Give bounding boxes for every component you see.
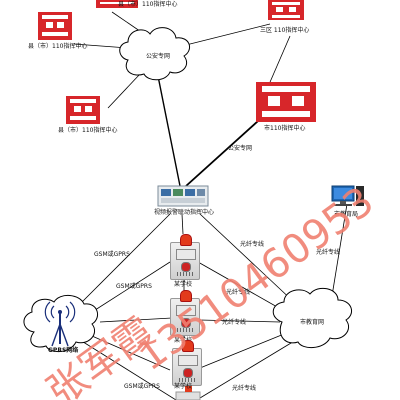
police-net-cloud: [119, 27, 191, 81]
city-unit-label: 市110指挥中心: [264, 125, 306, 132]
link-police-net-to-left-unit-1: [73, 43, 129, 49]
police-logo-top: [96, 0, 138, 8]
school-label-3: 某学校: [174, 383, 193, 390]
police-logo-district-mark: [272, 2, 300, 18]
district-unit-label: 三区 110指挥中心: [260, 27, 310, 34]
police-logo-top-mark: [100, 2, 134, 4]
school-label-1: 某学校: [174, 281, 193, 288]
link-gprs-to-school-2: [99, 317, 173, 323]
top-unit-label: 县（市）110指挥中心: [118, 1, 178, 8]
fiber-label-5: 光纤专线: [232, 385, 257, 392]
police-logo-district: [268, 0, 304, 20]
left-unit-2-label: 县（市）110指挥中心: [58, 127, 118, 134]
link-monitor-center-to-gprs: [69, 213, 171, 315]
device-screen: [176, 249, 196, 260]
alarm-button-icon: [183, 368, 193, 378]
monitor-center-icon: [157, 185, 209, 207]
gprs-label: GPRS网络: [48, 347, 79, 354]
speaker-grille: [179, 378, 195, 382]
gsm-label-1: GSM或GPRS: [94, 251, 130, 258]
police-logo-left-1: [38, 12, 72, 40]
fiber-label-4: 光纤专线: [222, 319, 247, 326]
link-city-unit-to-monitor-center: [185, 111, 269, 187]
monitor-center-label: 视频报警联动指挥中心: [153, 209, 215, 216]
link-police-net-to-left-unit-2: [107, 73, 141, 109]
gsm-label-3: GSM或GPRS: [124, 383, 160, 390]
link-police-net-to-district-unit: [173, 23, 271, 49]
edu-bureau-computer-icon: [331, 185, 364, 206]
edu-bureau-label: 市教育局: [334, 211, 359, 218]
fiber-label-1: 光纤专线: [240, 241, 265, 248]
alarm-light-icon: [180, 290, 192, 302]
school-alarm-device-2: [170, 290, 200, 336]
police-logo-city-mark: [262, 86, 310, 117]
school-alarm-device-3: [172, 340, 202, 386]
police-net-link-label: 公安专网: [228, 145, 253, 152]
speaker-grille: [177, 272, 193, 276]
link-bottom-to-edu-net: [199, 339, 297, 399]
speaker-grille: [177, 328, 193, 332]
police-logo-city: [256, 82, 316, 122]
link-monitor-center-to-school-1: [181, 213, 184, 235]
gsm-label-2: GSM或GPRS: [116, 283, 152, 290]
fiber-label-3: 光纤专线: [226, 289, 251, 296]
edu-net-label: 市教育网: [300, 319, 325, 326]
link-school-1-to-edu-net: [197, 261, 287, 313]
school-alarm-device-1: [170, 234, 200, 280]
link-gprs-to-school-1: [91, 261, 171, 313]
connection-lines: [69, 11, 348, 400]
device-screen: [176, 305, 196, 316]
link-edu-bureau-to-edu-net: [331, 203, 348, 297]
gprs-antenna-icon: [44, 301, 76, 347]
police-net-cloud-label: 公安专网: [146, 53, 171, 60]
alarm-button-icon: [181, 318, 191, 328]
link-monitor-center-to-edu-net: [199, 213, 297, 305]
alarm-button-icon: [181, 262, 191, 272]
police-logo-left-2-mark: [70, 99, 96, 120]
link-gprs-to-school-3: [91, 335, 171, 371]
bottom-device-fragment: [175, 386, 201, 400]
device-screen: [178, 355, 198, 366]
edu-net-cloud: [272, 287, 353, 348]
fiber-label-2: 光纤专线: [316, 249, 341, 256]
link-school-2-to-edu-net: [199, 319, 281, 323]
alarm-light-icon: [180, 234, 192, 246]
link-police-net-to-monitor-center: [157, 75, 181, 187]
police-logo-left-1-mark: [42, 15, 68, 36]
link-school-3-to-edu-net: [199, 333, 285, 369]
police-logo-left-2: [66, 96, 100, 124]
link-gprs-to-bottom: [79, 339, 177, 400]
alarm-light-icon: [182, 340, 194, 352]
left-unit-1-label: 县（市）110指挥中心: [28, 43, 88, 50]
